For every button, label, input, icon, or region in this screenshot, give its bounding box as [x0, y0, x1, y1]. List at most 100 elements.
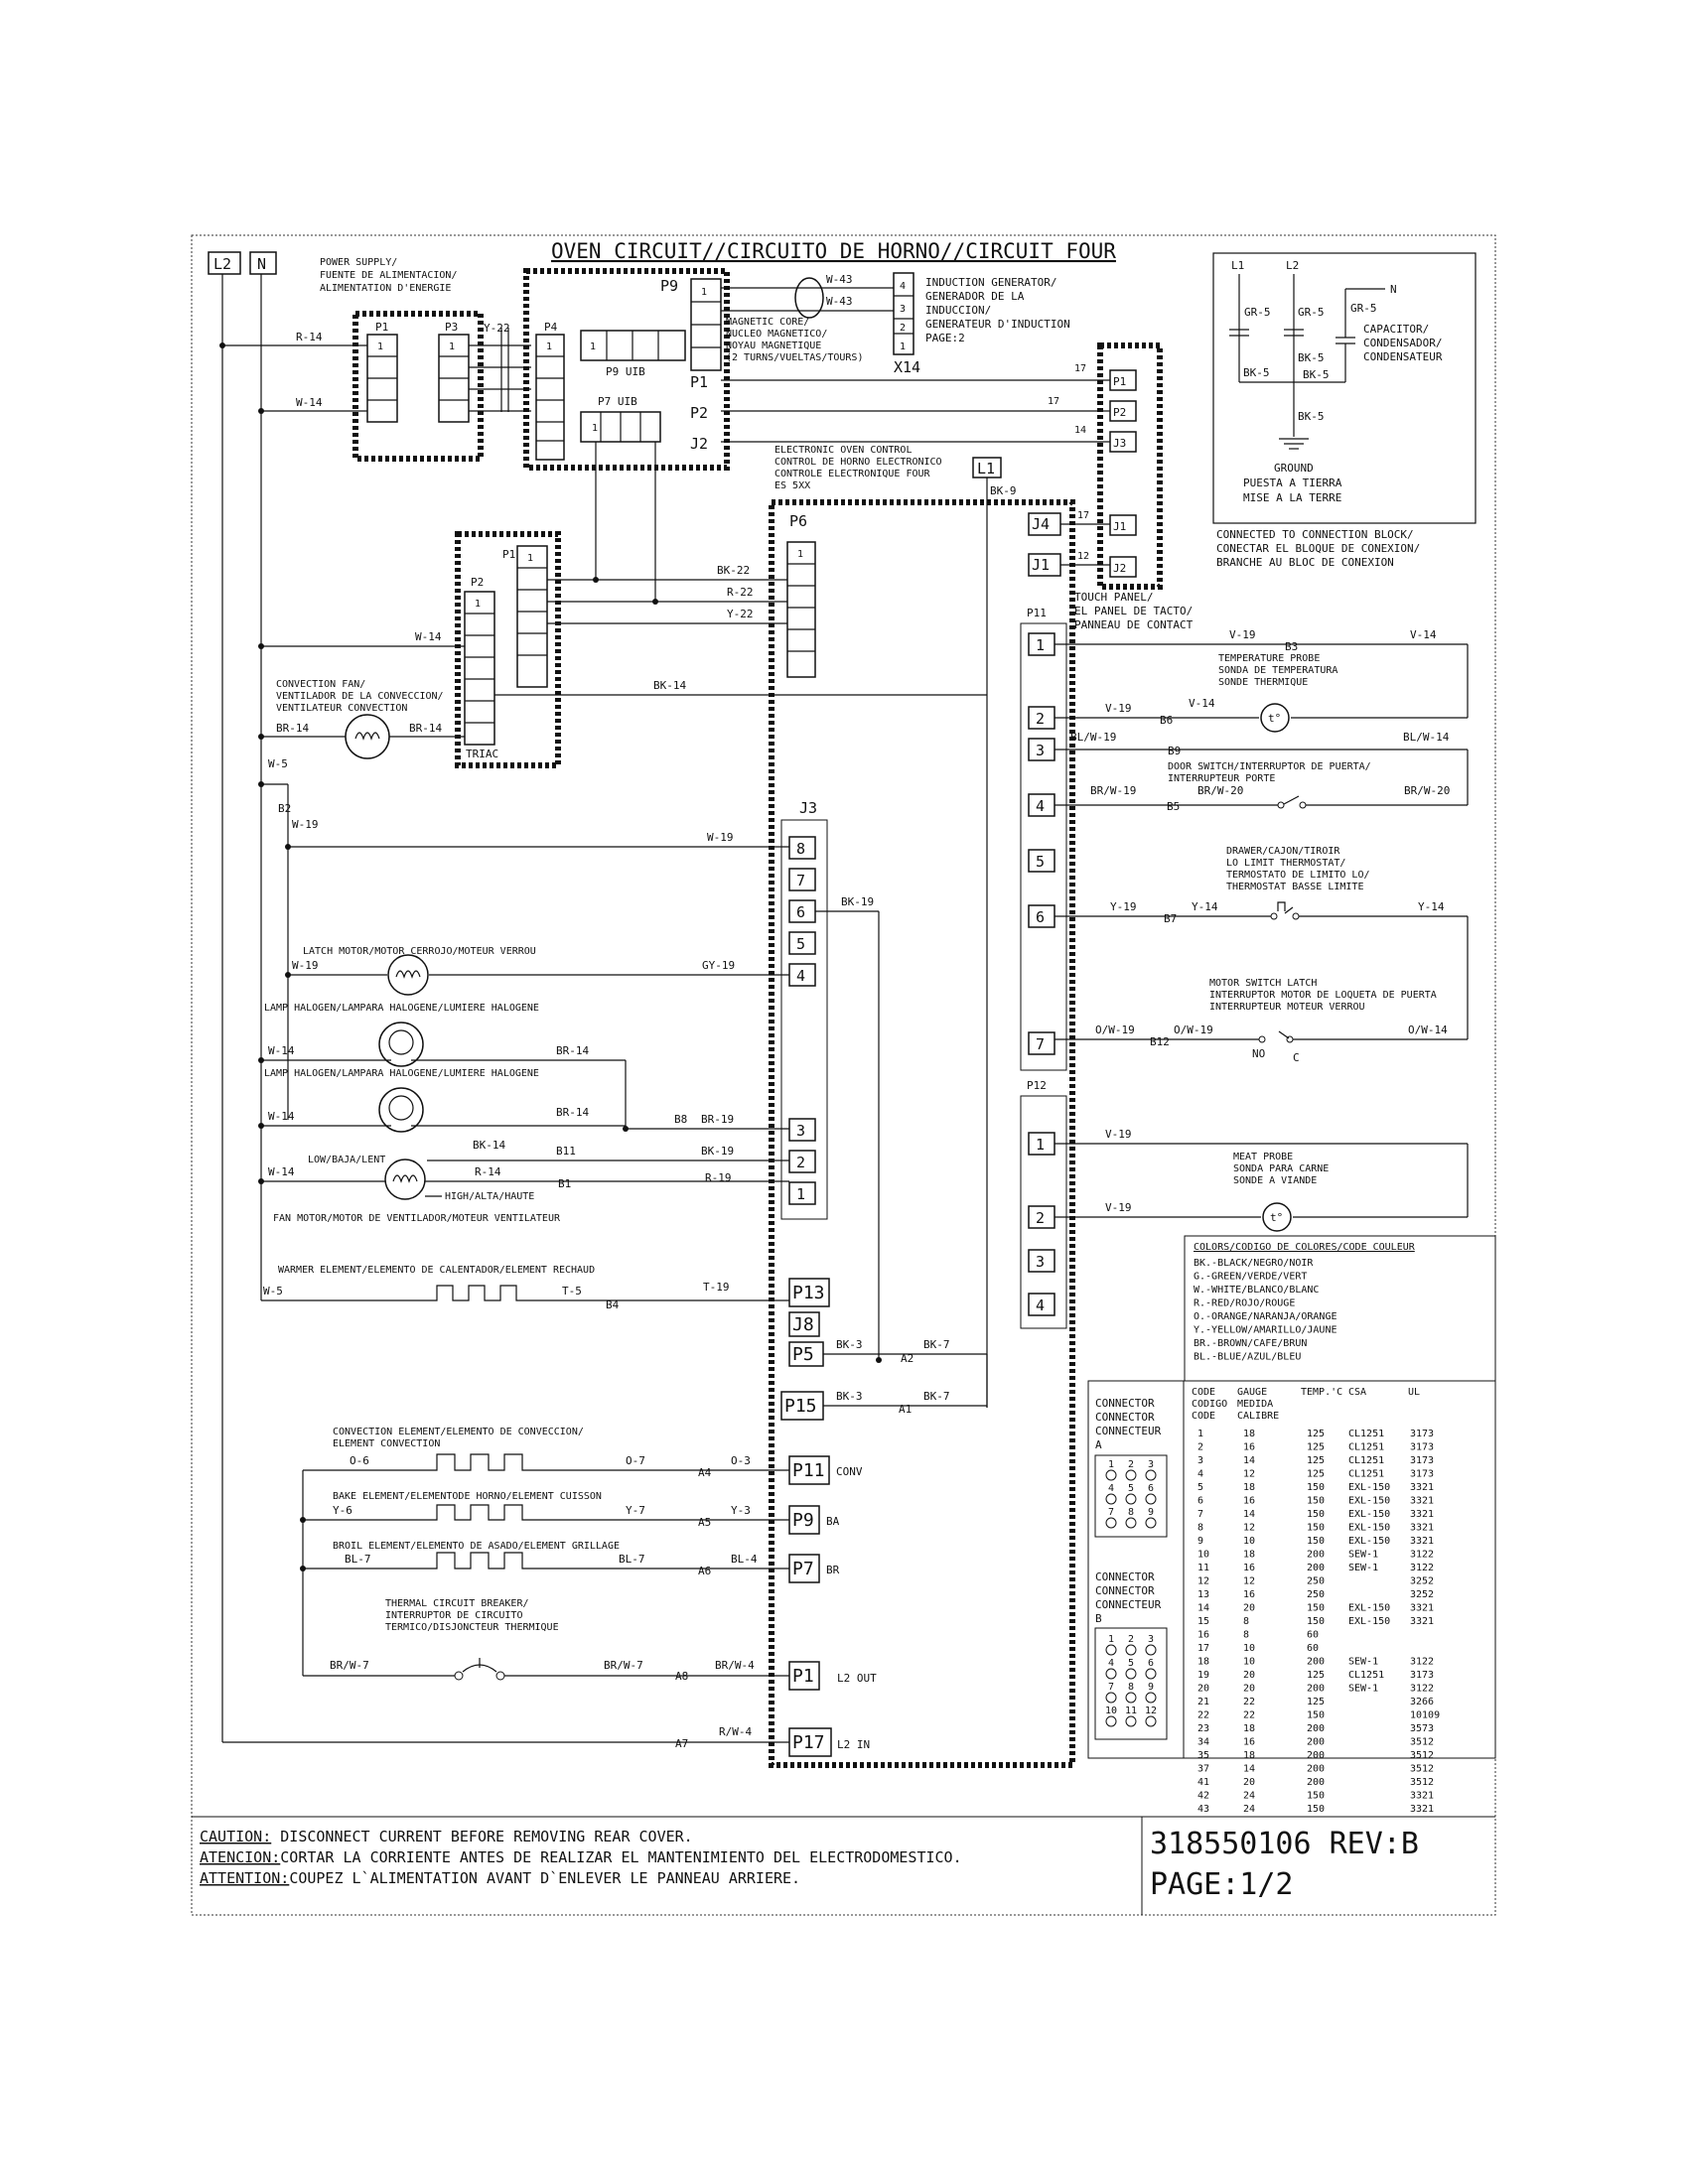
power-supply-label-3: ALIMENTATION D'ENERGIE [320, 283, 451, 294]
cap-gr5-c: GR-5 [1350, 302, 1377, 315]
p12-pins: 1 2 3 4 [1028, 1132, 1055, 1316]
tp-p2-label: P2 [1113, 406, 1126, 419]
gauge-cell: 3252 [1410, 1589, 1434, 1600]
svg-text:CAUTION: DISCONNECT CURRENT BE: CAUTION: DISCONNECT CURRENT BEFORE REMOV… [200, 1828, 693, 1845]
j3-label: J3 [799, 799, 817, 817]
gauge-cell: 8 [1197, 1523, 1203, 1534]
convection-fan-icon [345, 714, 390, 759]
gauge-cell: 200 [1307, 1723, 1325, 1734]
no-label: NO [1252, 1047, 1265, 1060]
gauge-cell: 13 [1197, 1589, 1209, 1600]
svg-text:2: 2 [1036, 1209, 1045, 1227]
gauge-cell: 42 [1197, 1791, 1209, 1802]
j3-pin-1 [788, 1181, 816, 1205]
gauge-cell: 22 [1243, 1697, 1255, 1707]
motor-switch-label-2: INTERRUPTOR MOTOR DE LOQUETA DE PUERTA [1209, 990, 1437, 1001]
svg-text:2: 2 [1036, 710, 1045, 728]
attention-label: ATTENTION: [200, 1869, 289, 1887]
induction-label-3: INDUCCION/ [925, 304, 991, 317]
pin-number: 9 [1148, 1507, 1154, 1518]
gauge-cell: EXL-150 [1348, 1523, 1390, 1534]
legend-item: BR.-BROWN/CAFE/BRUN [1194, 1338, 1307, 1349]
p17-label: P17 [792, 1732, 825, 1753]
p17-connector [788, 1727, 832, 1757]
a6-label: A6 [698, 1565, 711, 1577]
svg-text:7: 7 [1036, 1035, 1045, 1053]
j3-pin-3 [788, 1118, 816, 1142]
blw19-label: BL/W-19 [1070, 731, 1116, 744]
pin-number: 4 [1108, 1658, 1114, 1669]
wire-17-b: 17 [1048, 396, 1059, 407]
a8-label: A8 [675, 1670, 688, 1683]
uib-j2-label: J2 [690, 435, 708, 453]
gauge-cell: 3512 [1410, 1777, 1434, 1788]
gauge-cell: 3512 [1410, 1764, 1434, 1775]
pin-hole [1105, 1644, 1117, 1656]
fanmotor-r14-label: R-14 [475, 1165, 501, 1178]
touch-panel-module [1097, 342, 1163, 590]
n-terminal [249, 251, 277, 275]
gauge-cell: EXL-150 [1348, 1536, 1390, 1547]
gauge-cell: 250 [1307, 1589, 1325, 1600]
pin-hole [1145, 1493, 1157, 1505]
j3-pin-7 [788, 868, 816, 891]
svg-text:3: 3 [796, 1122, 805, 1140]
w43-label-2: W-43 [826, 295, 853, 308]
gauge-cell: 3321 [1410, 1509, 1434, 1520]
gauge-cell: SEW-1 [1348, 1657, 1378, 1668]
meat-probe-icon [1262, 1202, 1292, 1232]
gauge-cell: 16 [1243, 1563, 1255, 1573]
p7-uib-label: P7 UIB [598, 395, 637, 408]
b3-label: B3 [1285, 640, 1298, 653]
p1b-label: P1 [792, 1666, 814, 1687]
temp-probe-label-1: TEMPERATURE PROBE [1218, 653, 1320, 664]
meat-probe-label-3: SONDE A VIANDE [1233, 1175, 1317, 1186]
y22-label: Y-22 [484, 322, 510, 335]
cap-bk5-b: BK-5 [1298, 351, 1325, 364]
conn-a-label-1: CONNECTOR [1095, 1397, 1155, 1410]
triac-w14-label: W-14 [415, 630, 442, 643]
gauge-cell: EXL-150 [1348, 1482, 1390, 1493]
brw7-b-label: BR/W-7 [604, 1659, 643, 1672]
gauge-cell: 125 [1307, 1455, 1325, 1466]
gauge-cell: 16 [1243, 1737, 1255, 1748]
drawer-label-1: DRAWER/CAJON/TIROIR [1226, 846, 1340, 857]
gauge-cell: 60 [1307, 1643, 1319, 1654]
temp-probe-label-2: SONDA DE TEMPERATURA [1218, 665, 1337, 676]
touch-panel-label-2: EL PANEL DE TACTO/ [1074, 605, 1193, 617]
capacitor-label-2: CONDENSADOR/ [1363, 337, 1442, 349]
x14-connector [893, 272, 914, 355]
pin-hole [1125, 1692, 1137, 1704]
gauge-cell: 16 [1197, 1630, 1209, 1641]
gauge-cell: 150 [1307, 1616, 1325, 1627]
gauge-cell: 3173 [1410, 1670, 1434, 1681]
pin-number: 1 [1108, 1459, 1114, 1470]
broil-element-icon [303, 1552, 789, 1570]
p15-bk3-label: BK-3 [836, 1390, 863, 1403]
p9-pin: 1 [701, 287, 707, 298]
gauge-cell: EXL-150 [1348, 1603, 1390, 1614]
pin-number: 10 [1105, 1706, 1117, 1716]
induction-label-2: GENERADOR DE LA [925, 290, 1025, 303]
p7b-connector [788, 1554, 820, 1583]
gauge-cell: 12 [1243, 1469, 1255, 1480]
gauge-cell: 3173 [1410, 1429, 1434, 1439]
p9b-label: P9 [792, 1510, 814, 1531]
svg-text:4: 4 [1036, 797, 1045, 815]
o6-label: O-6 [350, 1454, 369, 1467]
gauge-cell: 3122 [1410, 1550, 1434, 1561]
door-switch-label-1: DOOR SWITCH/INTERRUPTOR DE PUERTA/ [1168, 761, 1371, 772]
p9-label: P9 [660, 277, 678, 295]
x14-pin-1: 1 [900, 341, 906, 352]
drawer-y14-b: Y-14 [1418, 900, 1445, 913]
pin-number: 8 [1128, 1682, 1134, 1693]
connector-a-pinout [1094, 1454, 1168, 1538]
svg-text:5: 5 [1036, 853, 1045, 871]
gauge-cell: CL1251 [1348, 1429, 1384, 1439]
gauge-cell: 3512 [1410, 1750, 1434, 1761]
pin-hole [1145, 1517, 1157, 1529]
b5-label: B5 [1167, 800, 1180, 813]
gauge-table [1183, 1380, 1496, 1759]
l1-terminal-label: L1 [977, 460, 995, 478]
